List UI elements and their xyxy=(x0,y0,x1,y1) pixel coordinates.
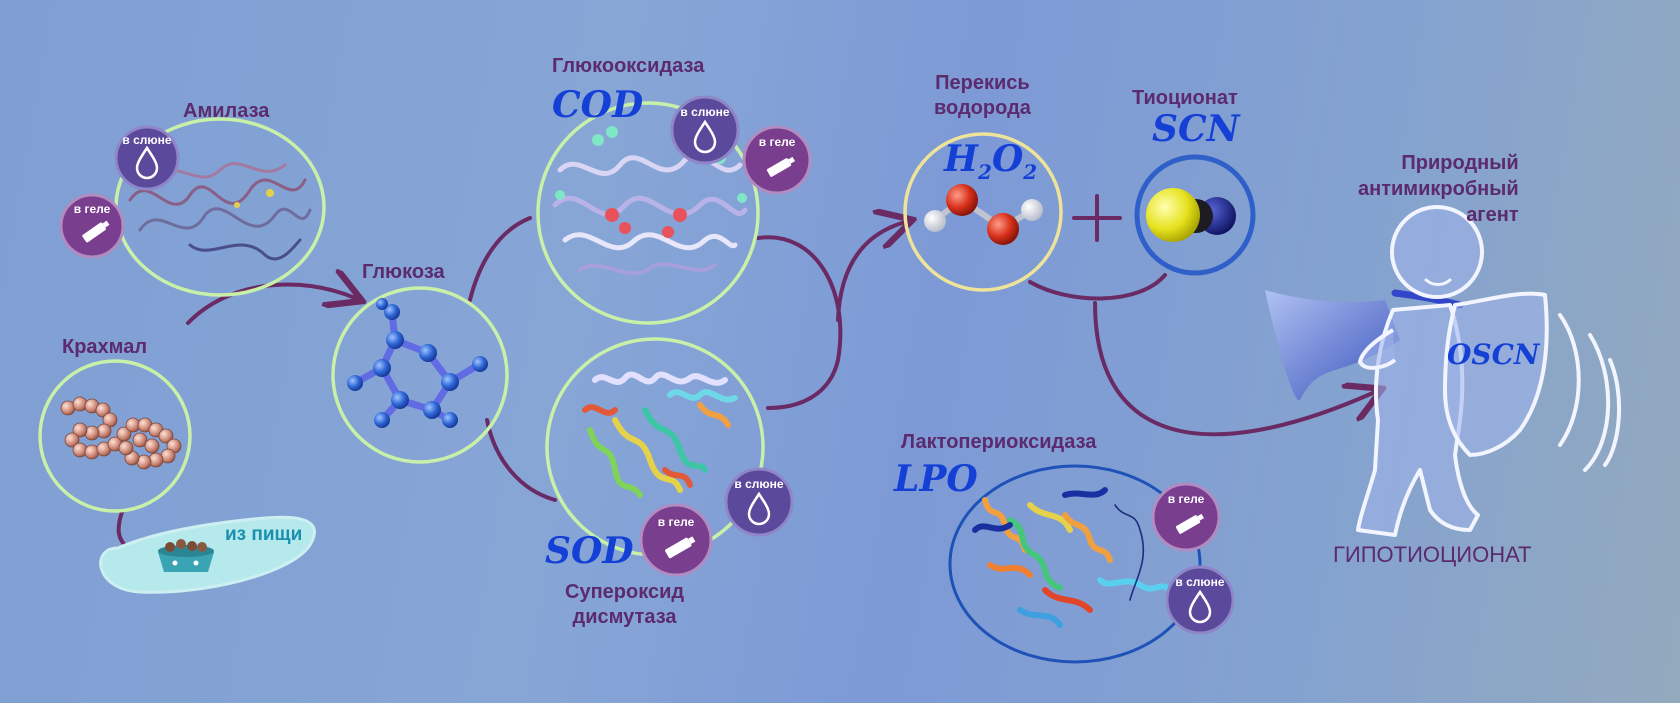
formula-h: H xyxy=(944,138,979,180)
formula-h2o2: H2O2 xyxy=(944,138,1037,184)
label-hypothiocyanate: ГИПОТИОЦИОНАТ xyxy=(1333,542,1532,567)
formula-sub1: 2 xyxy=(978,160,992,185)
tube-icon xyxy=(665,536,696,559)
food-bowl-icon xyxy=(158,539,214,572)
badge-saliva-label: в слюне xyxy=(680,105,730,119)
label-starch: Крахмал xyxy=(62,336,148,358)
thiocyanate-molecule-illustration xyxy=(1146,188,1236,242)
droplet-icon xyxy=(693,119,717,154)
glucose-molecule-illustration xyxy=(347,298,488,428)
lpo-node xyxy=(948,464,1202,664)
arrow-to-hypothiocyanate xyxy=(1093,301,1375,437)
abbr-lpo: LPO xyxy=(894,458,978,500)
badge-gel-label: в геле xyxy=(74,202,111,216)
hero-character xyxy=(1265,205,1621,537)
label-amylase: Амилаза xyxy=(183,100,270,122)
label-peroxide-line2: водорода xyxy=(934,97,1031,119)
arrow-starch-to-glucose xyxy=(186,284,355,325)
abbr-cod: COD xyxy=(552,84,644,126)
connector-glucose-to-sod xyxy=(485,418,557,502)
lpo-protein-illustration xyxy=(972,487,1173,628)
label-natural-line2: антимикробный xyxy=(1358,178,1519,200)
connector-glucose-to-cod xyxy=(468,216,532,302)
label-glucose: Глюкоза xyxy=(362,261,445,283)
amylase-node xyxy=(114,117,326,297)
label-superoxide-line1: Супероксид xyxy=(565,581,685,603)
glucose-node xyxy=(331,286,509,464)
hero-shield xyxy=(1443,291,1549,457)
motion-lines xyxy=(1558,313,1621,472)
abbr-sod: SOD xyxy=(545,530,634,572)
label-peroxide-line1: Перекись xyxy=(935,72,1030,94)
formula-sub2: 2 xyxy=(1023,160,1038,185)
label-lactoperoxidase: Лактопериоксидаза xyxy=(901,431,1097,453)
starch-chain-illustration xyxy=(60,396,182,470)
label-natural-line3: агент xyxy=(1466,204,1519,226)
badge-gel-amylase: в геле xyxy=(59,193,125,259)
label-natural-line1: Природный xyxy=(1401,152,1519,174)
droplet-icon xyxy=(135,145,159,180)
peroxide-node xyxy=(903,132,1063,292)
abbr-oscn: OSCN xyxy=(1447,338,1540,371)
droplet-icon xyxy=(1188,589,1212,624)
label-from-food: из пищи xyxy=(225,524,303,545)
connector-peroxide-thiocyanate xyxy=(1028,273,1167,301)
badge-saliva-label: в слюне xyxy=(1175,575,1225,589)
connector-starch-to-food xyxy=(116,510,130,550)
tube-icon xyxy=(82,220,110,243)
badge-saliva-label: в слюне xyxy=(122,133,172,147)
badge-gel-sod: в геле xyxy=(639,503,713,577)
label-hydrogen-peroxide: Перекись водорода xyxy=(934,71,1031,121)
abbr-scn: SCN xyxy=(1152,108,1240,150)
hero-head xyxy=(1390,205,1484,299)
label-superoxide-dismutase: Супероксид дисмутаза xyxy=(565,580,684,630)
badge-gel-lpo: в геле xyxy=(1151,482,1221,552)
badge-gel-cod: в геле xyxy=(742,125,812,195)
plus-sign xyxy=(1072,194,1122,242)
label-thiocyanate: Тиоционат xyxy=(1132,87,1238,109)
badge-saliva-amylase: в слюне xyxy=(114,125,180,191)
amylase-protein-illustration xyxy=(128,162,312,261)
tube-icon xyxy=(1175,513,1204,534)
badge-gel-label: в геле xyxy=(759,135,796,149)
food-source-node xyxy=(99,515,316,594)
peroxide-molecule-illustration xyxy=(924,184,1043,245)
badge-saliva-lpo: в слюне xyxy=(1165,565,1235,635)
hero-cape xyxy=(1265,290,1400,401)
thiocyanate-node xyxy=(1134,154,1256,276)
label-glucose-oxidase: Глюкооксидаза xyxy=(552,55,705,77)
flow-arrows xyxy=(116,216,1375,550)
arrow-enzymes-to-peroxide xyxy=(756,222,905,410)
tube-icon xyxy=(766,156,795,177)
label-superoxide-line2: дисмутаза xyxy=(572,606,677,628)
sod-protein-illustration xyxy=(582,371,738,498)
label-natural-agent: Природный антимикробный агент xyxy=(1358,150,1519,228)
starch-node xyxy=(38,359,192,513)
badge-saliva-cod: в слюне xyxy=(670,95,740,165)
hero-arm xyxy=(1358,328,1397,370)
badge-gel-label: в геле xyxy=(1168,492,1205,506)
formula-o: O xyxy=(991,138,1024,180)
droplet-icon xyxy=(747,491,771,526)
badge-saliva-sod: в слюне xyxy=(724,467,794,537)
badge-saliva-label: в слюне xyxy=(734,477,784,491)
badge-gel-label: в геле xyxy=(658,515,695,529)
